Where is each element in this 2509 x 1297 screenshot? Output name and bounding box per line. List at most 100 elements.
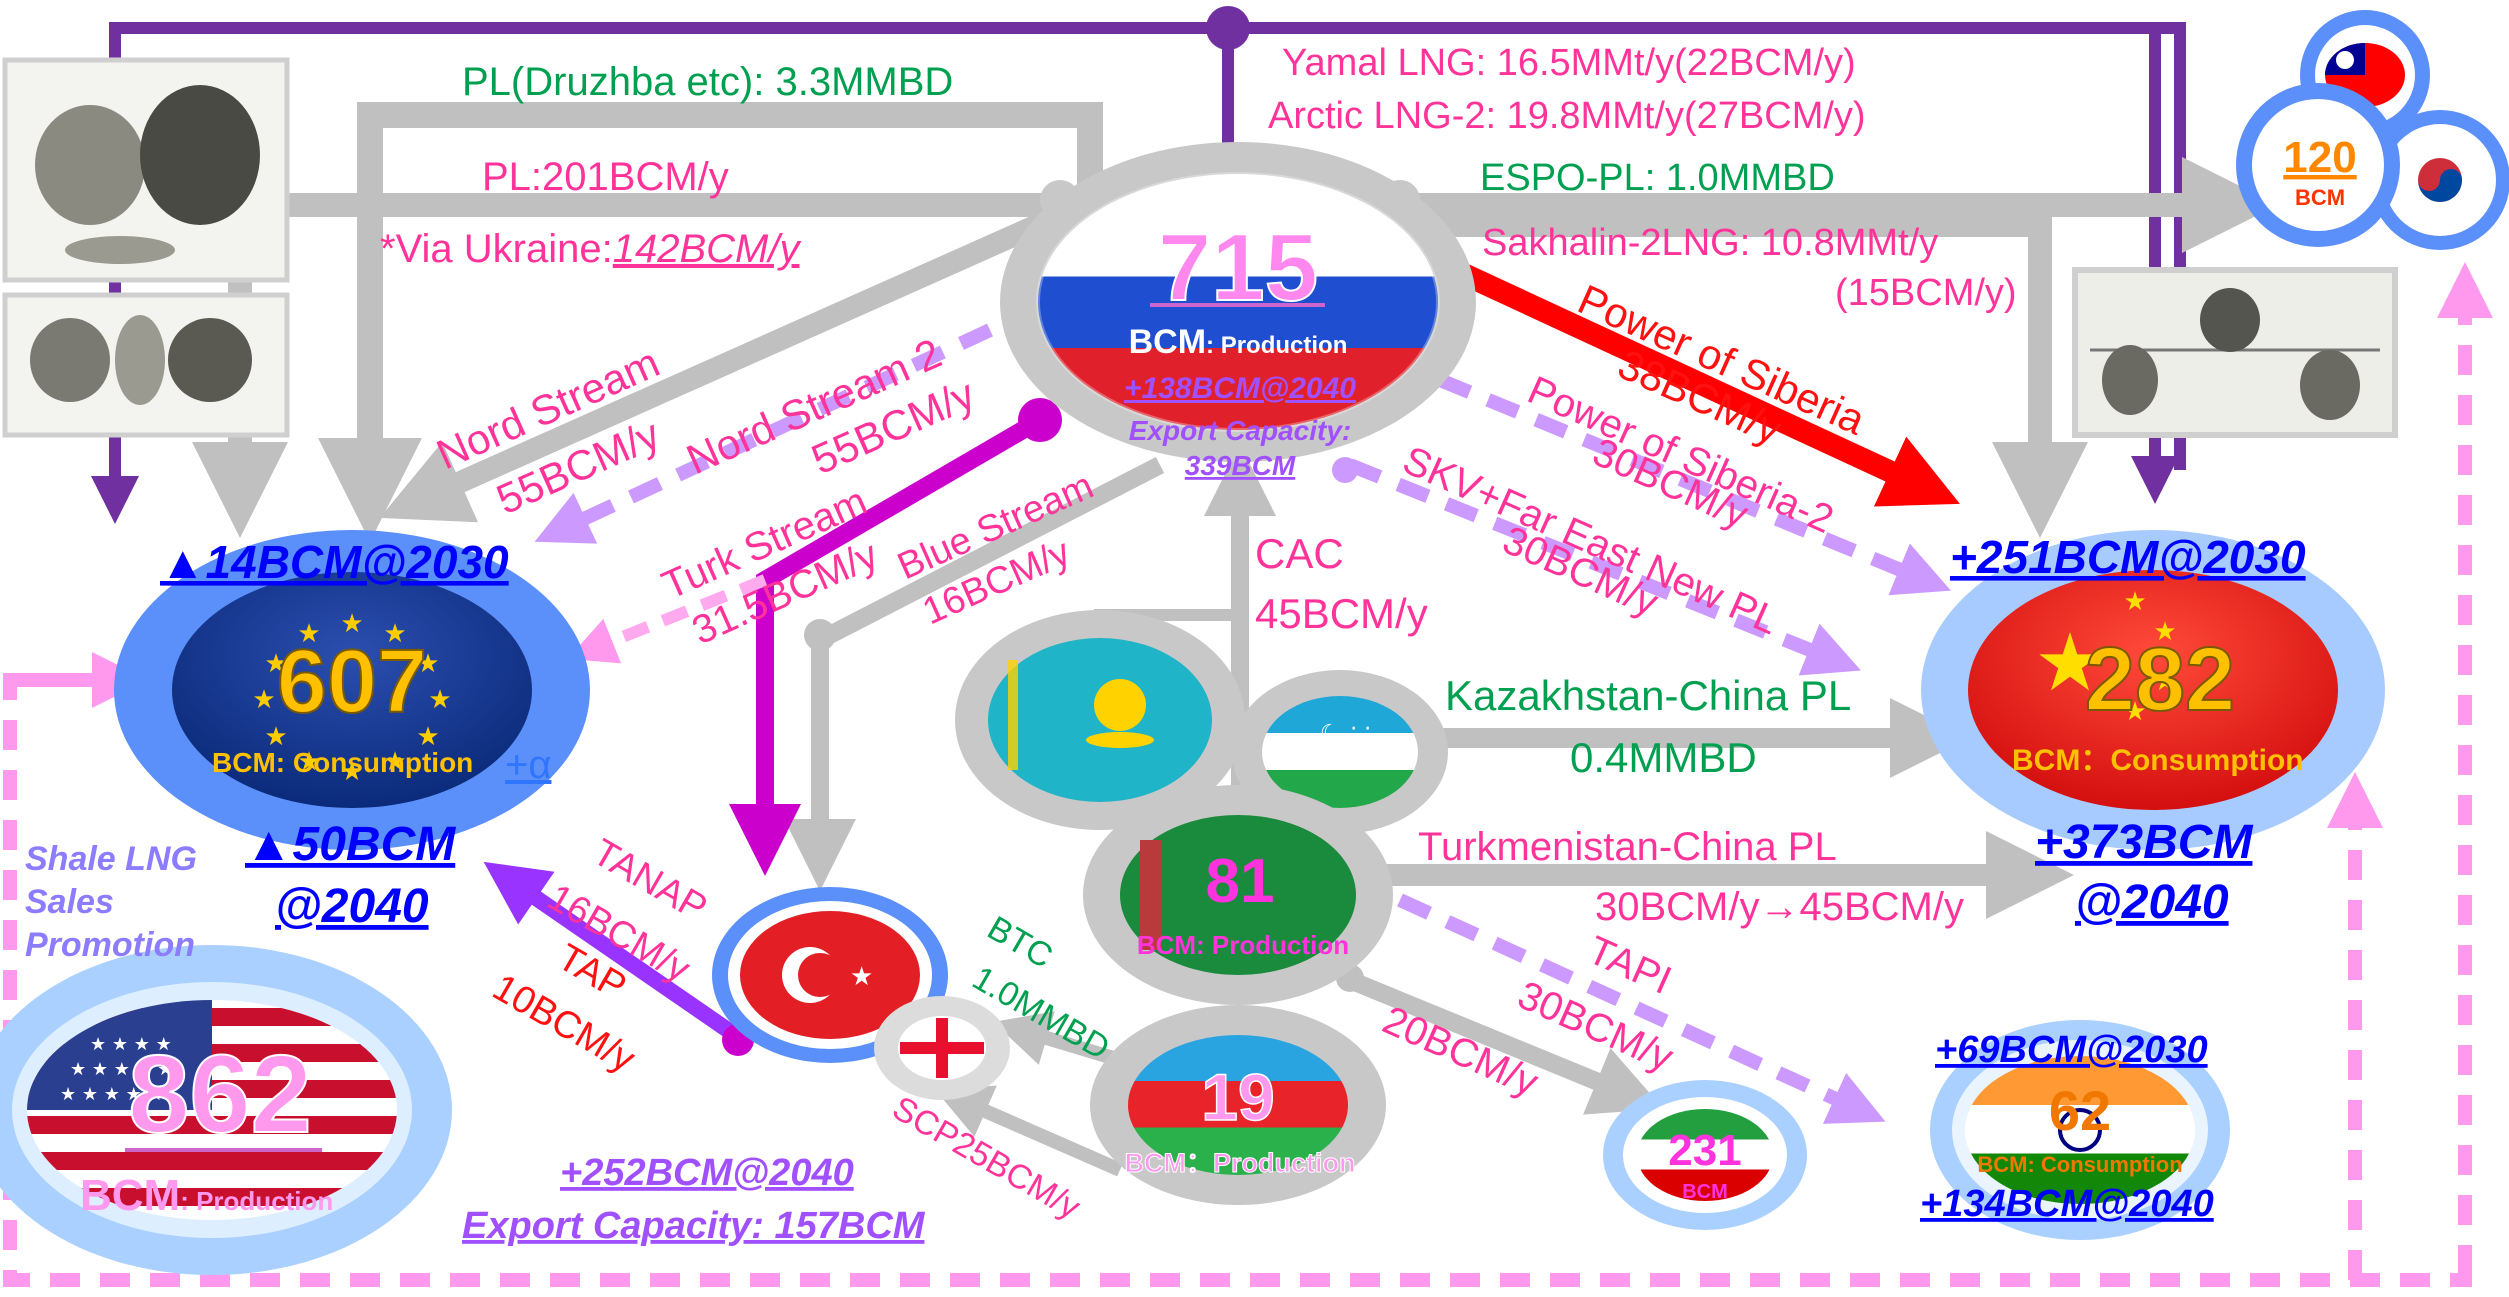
lng-node bbox=[1206, 6, 1250, 50]
svg-text:★: ★ bbox=[2153, 617, 2176, 647]
scp-pipe bbox=[934, 1085, 1123, 1177]
azerbaijan-unit: BCM：Production bbox=[1125, 1148, 1356, 1178]
svg-text:★: ★ bbox=[383, 619, 406, 649]
uzbekistan-flag bbox=[1262, 696, 1418, 808]
usa-unit: BCM: Production bbox=[80, 1171, 333, 1220]
label-sakhalin-1: Sakhalin-2LNG: 10.8MMt/y bbox=[1482, 222, 1938, 264]
tanap-arrow bbox=[483, 861, 740, 1042]
skv-node bbox=[1332, 457, 1358, 483]
svg-text:★: ★ bbox=[2153, 667, 2176, 697]
svg-text:★: ★ bbox=[416, 722, 439, 752]
china-flag bbox=[1968, 570, 2338, 810]
russia-export-1: Export Capacity: bbox=[1129, 415, 1352, 446]
iran-unit: BCM bbox=[1682, 1181, 1728, 1203]
turkmenistan-node bbox=[1083, 785, 1393, 1005]
china-unit: BCM：Consumption bbox=[2012, 744, 2304, 777]
georgia-node bbox=[874, 996, 1010, 1100]
svg-text:★: ★ bbox=[850, 962, 873, 992]
label-tm-china-1: Turkmenistan-China PL bbox=[1418, 825, 1837, 869]
svg-text:★: ★ bbox=[428, 685, 451, 715]
cartoon-fishing-image bbox=[2072, 267, 2398, 438]
usa-side-1: Shale LNG bbox=[25, 840, 197, 878]
turk-stream-node bbox=[1018, 398, 1062, 442]
svg-text:★: ★ bbox=[297, 619, 320, 649]
russia-node bbox=[1000, 142, 1476, 462]
via-ukraine-value: 142BCM/y bbox=[613, 227, 803, 271]
eu-delta-2040-2: @2040 bbox=[275, 880, 429, 933]
eu-stars: ★ ★ ★ ★ ★ ★ ★ ★ ★ ★ ★ ★ bbox=[252, 609, 451, 787]
power-of-siberia-arrow bbox=[1450, 260, 1960, 507]
druzhba-pipe bbox=[318, 102, 1103, 542]
svg-text:★: ★ bbox=[297, 747, 320, 777]
label-yamal: Yamal LNG: 16.5MMt/y(22BCM/y) bbox=[1282, 42, 1856, 84]
tapi-arrow bbox=[1397, 893, 1886, 1124]
russia-unit: BCM: Production bbox=[1129, 323, 1348, 361]
svg-text:★ ★ ★ ★: ★ ★ ★ ★ bbox=[90, 1034, 172, 1055]
turkey-node: ★ bbox=[712, 887, 948, 1063]
east-asia-unit: BCM bbox=[2295, 185, 2345, 210]
usa-unit-main: BCM bbox=[80, 1171, 180, 1220]
label-pl: PL:201BCM/y bbox=[482, 155, 729, 199]
label-kz-china-2: 0.4MMBD bbox=[1570, 734, 1757, 781]
turkmenistan-unit: BCM: Production bbox=[1137, 930, 1349, 960]
svg-text:★ ★ ★ ★ ★: ★ ★ ★ ★ ★ bbox=[70, 1059, 174, 1080]
svg-text:★: ★ bbox=[2123, 587, 2146, 617]
svg-text:★: ★ bbox=[416, 649, 439, 679]
label-druzhba: PL(Druzhba etc): 3.3MMBD bbox=[462, 60, 953, 104]
svg-text:★: ★ bbox=[252, 685, 275, 715]
power-of-siberia-2-arrow bbox=[1437, 373, 1951, 596]
usa-side-2: Sales bbox=[25, 883, 114, 921]
russia-growth: +138BCM@2040 bbox=[1124, 372, 1356, 405]
azerbaijan-node bbox=[1090, 1005, 1386, 1205]
svg-text:★: ★ bbox=[264, 722, 287, 752]
eu-value: 607 bbox=[277, 632, 427, 732]
russia-unit-main: BCM bbox=[1129, 323, 1206, 361]
iran-flag bbox=[1637, 1109, 1773, 1201]
turk-stream-eu-dashed bbox=[567, 574, 768, 664]
russia-flag bbox=[1038, 174, 1438, 430]
usa-export: Export Capacity: 157BCM bbox=[462, 1205, 926, 1247]
espo-pipe bbox=[1420, 213, 2088, 538]
iran-node bbox=[1603, 1080, 1807, 1230]
east-asia-value: 120 bbox=[2283, 133, 2356, 182]
eu-unit: BCM: Consumption bbox=[212, 747, 473, 778]
azerbaijan-value: 19 bbox=[1201, 1060, 1274, 1134]
junction-node bbox=[804, 619, 836, 651]
svg-text:★: ★ bbox=[264, 649, 287, 679]
svg-text:★: ★ bbox=[2123, 697, 2146, 727]
east-asia-node bbox=[2236, 10, 2509, 250]
china-node: ★ ★★ ★★ bbox=[1921, 530, 2385, 850]
nord-stream-2-arrow bbox=[534, 323, 993, 544]
svg-text:★: ★ bbox=[383, 747, 406, 777]
china-value: 282 bbox=[2085, 630, 2235, 730]
svg-text:★ ★ ★ ★ ★: ★ ★ ★ ★ ★ bbox=[60, 1084, 164, 1105]
azerbaijan-flag bbox=[1128, 1035, 1348, 1175]
russia-export-2: 339BCM bbox=[1185, 450, 1296, 481]
via-ukraine-prefix: *Via Ukraine: bbox=[380, 227, 613, 271]
label-tm-china-2: 30BCM/y→45BCM/y bbox=[1595, 885, 1964, 929]
label-cac-2: 45BCM/y bbox=[1255, 590, 1428, 637]
eu-delta-2040-1: ▲50BCM bbox=[245, 818, 456, 871]
china-delta-2040-2: @2040 bbox=[2075, 876, 2229, 929]
usa-growth: +252BCM@2040 bbox=[560, 1152, 854, 1194]
usa-unit-suffix: : Production bbox=[180, 1186, 333, 1216]
china-delta-2040-1: +373BCM bbox=[2035, 816, 2253, 869]
label-sakhalin-2: (15BCM/y) bbox=[1835, 272, 2017, 314]
eu-node: ★ ★ ★ ★ ★ ★ ★ ★ ★ ★ ★ ★ bbox=[114, 530, 590, 850]
eu-flag bbox=[172, 572, 532, 808]
india-flag bbox=[1965, 1056, 2195, 1204]
india-delta-2030: +69BCM@2030 bbox=[1935, 1029, 2208, 1071]
india-node bbox=[1930, 1020, 2230, 1240]
china-delta-2030: +251BCM@2030 bbox=[1950, 531, 2306, 583]
svg-text:★: ★ bbox=[340, 757, 363, 787]
eu-delta-2030: ▲14BCM@2030 bbox=[160, 536, 509, 588]
kazakhstan-node bbox=[955, 610, 1245, 830]
usa-side-3: Promotion bbox=[25, 926, 195, 964]
iran-pipe bbox=[1346, 971, 1664, 1115]
svg-text:★: ★ bbox=[340, 609, 363, 639]
btc-pipe bbox=[993, 1011, 1123, 1067]
label-via-ukraine: *Via Ukraine:142BCM/y bbox=[380, 227, 802, 271]
india-delta-2040: +134BCM@2040 bbox=[1920, 1183, 2214, 1225]
skv-arrow bbox=[1347, 458, 1861, 676]
label-kz-china-1: Kazakhstan-China PL bbox=[1445, 672, 1851, 719]
